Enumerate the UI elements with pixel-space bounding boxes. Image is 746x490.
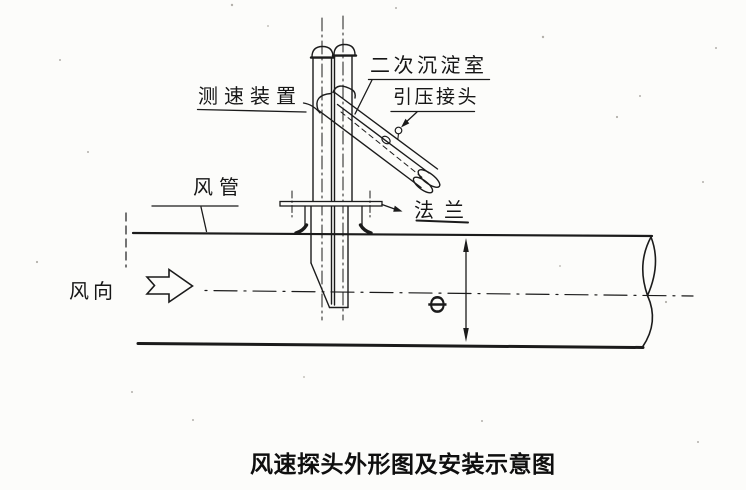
secondary-chamber-leader	[354, 79, 373, 115]
chamber-top-edge	[333, 91, 439, 170]
speed-device-leader	[302, 102, 321, 114]
flange-assembly	[279, 190, 383, 235]
weld-fillet-left	[294, 223, 309, 235]
leader-lines	[151, 78, 491, 233]
flange-leader	[381, 203, 397, 211]
duct-centerline	[204, 289, 694, 297]
chamber-bottom-edge	[317, 109, 422, 189]
pressure-tap-label: 引压接头	[393, 86, 480, 108]
chamber-end-cap-inner	[412, 176, 434, 194]
duct-end-lower-arc	[641, 294, 654, 348]
wind-direction-arrow	[145, 267, 194, 304]
speed-device-underline	[196, 108, 307, 113]
duct-bottom-line	[136, 342, 645, 349]
pressure-tap-arrowhead	[401, 118, 410, 128]
flange-underline	[415, 219, 469, 224]
diameter-symbol: Φ	[423, 295, 452, 315]
speed-device-label: 测速装置	[198, 84, 302, 108]
flange-arrowhead	[393, 205, 403, 212]
dimension-arrowhead-up	[463, 238, 469, 252]
duct-end-ellipse	[642, 236, 657, 298]
flange-plate	[279, 200, 383, 207]
settling-chamber	[316, 85, 441, 194]
chamber-separation-line	[336, 103, 430, 174]
dimension-arrowhead-down	[463, 328, 469, 342]
speed-probe	[309, 15, 358, 321]
secondary-chamber-label: 二次沉淀室	[370, 53, 488, 77]
flange-label: 法兰	[414, 198, 474, 222]
diameter-dimension: Φ	[423, 238, 469, 342]
duct-label-leader	[200, 206, 208, 233]
scan-noise	[35, 3, 717, 443]
probe-cap-right	[333, 43, 356, 56]
chamber-surface-port	[381, 135, 391, 145]
duct-label: 风管	[193, 175, 245, 199]
figure-caption: 风速探头外形图及安装示意图	[250, 452, 556, 478]
wind-direction-label: 风向	[69, 279, 117, 303]
chamber-top-dome-2	[332, 85, 356, 99]
pressure-tap-nipple	[394, 126, 403, 135]
duct-top-line	[131, 231, 654, 238]
probe-tip-chamfer	[310, 262, 331, 309]
block-arrow-icon	[145, 267, 194, 304]
duct-pipe	[125, 212, 694, 349]
pressure-tap-stem	[397, 133, 400, 141]
weld-fillet-right	[358, 223, 373, 235]
chamber-hidden-line	[340, 111, 425, 180]
chamber-top-dome-1	[316, 92, 332, 111]
